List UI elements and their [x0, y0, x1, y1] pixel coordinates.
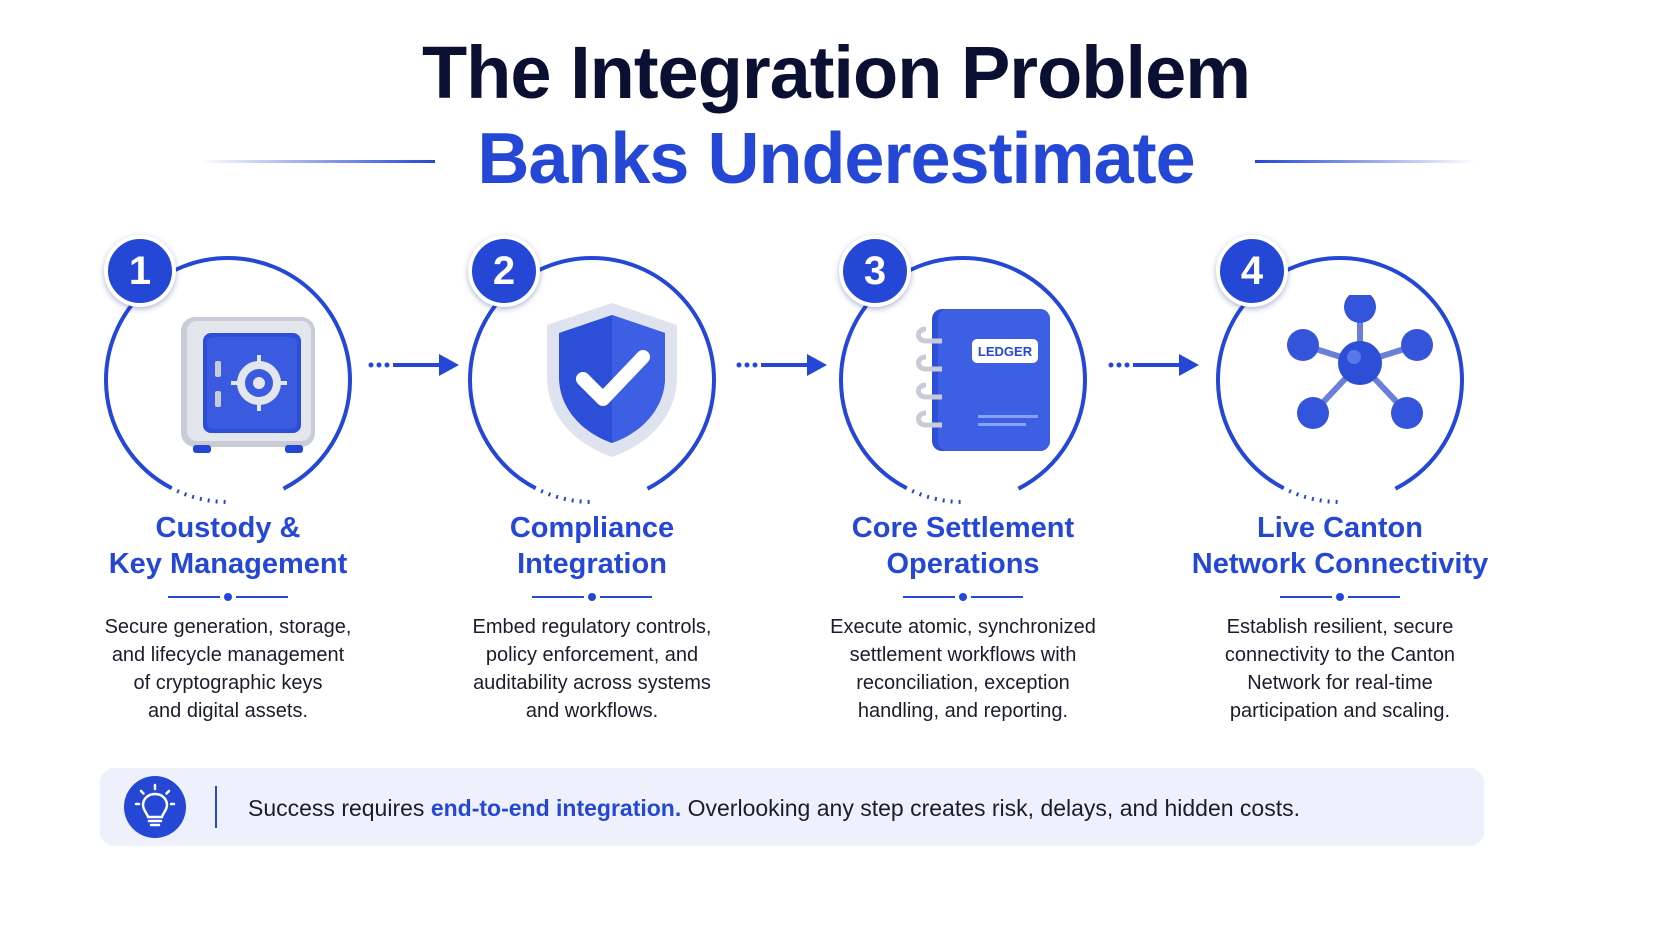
network-nodes-icon	[1275, 291, 1445, 465]
shield-check-icon	[527, 295, 697, 465]
step-title-line: Compliance	[509, 512, 675, 544]
step-description: Establish resilient, secure connectivity…	[1160, 613, 1520, 725]
desc-line: of cryptographic keys	[133, 672, 323, 694]
desc-line: handling, and reporting.	[857, 700, 1069, 722]
title-rule-right	[1255, 160, 1475, 163]
footer-callout: Success requires end-to-end integration.…	[100, 768, 1484, 846]
step-title: Live Canton Network Connectivity	[1160, 510, 1520, 582]
footer-separator	[215, 786, 217, 828]
footer-text-after: Overlooking any step creates risk, delay…	[681, 795, 1300, 821]
footer-text-before: Success requires	[248, 795, 431, 821]
arrow-right-icon	[736, 354, 827, 376]
step-ring	[1216, 256, 1464, 504]
step-circle: 1	[48, 235, 408, 515]
step-circle: 4	[1160, 235, 1520, 515]
desc-line: Network for real-time	[1247, 672, 1433, 694]
desc-line: and lifecycle management	[111, 644, 345, 666]
desc-line: Embed regulatory controls,	[472, 616, 712, 638]
step-divider	[903, 592, 1023, 602]
step-description: Embed regulatory controls, policy enforc…	[412, 613, 772, 725]
lightbulb-icon	[124, 776, 186, 838]
step-number-badge: 4	[1216, 235, 1288, 307]
desc-line: Execute atomic, synchronized	[830, 616, 1096, 638]
desc-line: connectivity to the Canton	[1224, 644, 1456, 666]
desc-line: participation and scaling.	[1229, 700, 1451, 722]
step-number-badge: 2	[468, 235, 540, 307]
step-description: Secure generation, storage, and lifecycl…	[48, 613, 408, 725]
title-row-2: Banks Underestimate	[0, 114, 1672, 204]
step-title: Core Settlement Operations	[783, 510, 1143, 582]
footer-message: Success requires end-to-end integration.…	[248, 768, 1300, 846]
step-description: Execute atomic, synchronized settlement …	[783, 613, 1143, 725]
arrow-right-icon	[368, 354, 459, 376]
step-title: Custody & Key Management	[48, 510, 408, 582]
safe-vault-icon	[163, 295, 333, 465]
step-ring	[839, 256, 1087, 504]
desc-line: and digital assets.	[147, 700, 309, 722]
step-title-line: Operations	[886, 548, 1040, 580]
title-block: The Integration Problem Banks Underestim…	[0, 30, 1672, 204]
footer-text-emphasis: end-to-end integration.	[430, 795, 682, 821]
page-subtitle: Banks Underestimate	[477, 119, 1195, 199]
step-ring	[104, 256, 352, 504]
step-divider	[532, 592, 652, 602]
step-circle: 2	[412, 235, 772, 515]
desc-line: policy enforcement, and	[485, 644, 699, 666]
page-title: The Integration Problem	[421, 31, 1251, 114]
step-number-badge: 1	[104, 235, 176, 307]
step-title-line: Custody &	[155, 512, 301, 544]
step-ring	[468, 256, 716, 504]
step-title: Compliance Integration	[412, 510, 772, 582]
desc-line: Secure generation, storage,	[104, 616, 352, 638]
arrow-right-icon	[1108, 354, 1199, 376]
step-title-line: Key Management	[108, 548, 348, 580]
step-divider	[168, 592, 288, 602]
desc-line: settlement workflows with	[849, 644, 1077, 666]
step-title-line: Network Connectivity	[1191, 548, 1489, 580]
step-circle: LEDGER 3	[783, 235, 1143, 515]
desc-line: reconciliation, exception	[856, 672, 1070, 694]
ledger-book-icon: LEDGER	[898, 295, 1068, 465]
step-title-line: Live Canton	[1257, 512, 1423, 544]
desc-line: Establish resilient, secure	[1226, 616, 1454, 638]
desc-line: auditability across systems	[473, 672, 711, 694]
step-title-line: Core Settlement	[851, 512, 1075, 544]
ledger-label: LEDGER	[978, 344, 1033, 359]
step-number-badge: 3	[839, 235, 911, 307]
step-title-line: Integration	[517, 548, 667, 580]
desc-line: and workflows.	[525, 700, 659, 722]
step-divider	[1280, 592, 1400, 602]
title-rule-left	[200, 160, 435, 163]
